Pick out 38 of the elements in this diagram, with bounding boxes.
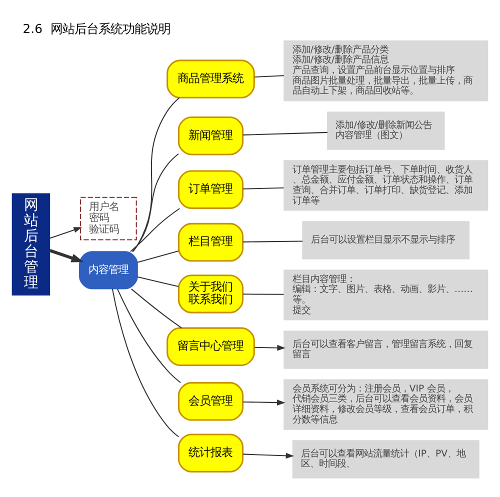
connector bbox=[137, 276, 179, 288]
connector bbox=[112, 288, 179, 438]
node-box: 后台可以查看客户留言，管理留言系统，回复留言 bbox=[284, 330, 488, 369]
node-box: 统计报表 bbox=[178, 434, 244, 472]
diagram-title: 2.6 网站后台系统功能说明 bbox=[22, 21, 170, 36]
node-box: 后台可以查看网站流量统计（IP、PV、地区、时间段、 bbox=[292, 440, 480, 478]
node-box: 新闻管理 bbox=[178, 116, 244, 156]
arrow bbox=[49, 249, 84, 262]
connector bbox=[254, 75, 284, 78]
node-box: 会员系统可分为：注册会员，VIP 会员，代销会员三类，后台可以查看会员资料，会员详细资料，修改会员等级，查看会员订单，积分数等信息 bbox=[284, 379, 488, 430]
node-box: 订单管理 bbox=[178, 170, 244, 209]
node-box: 会员管理 bbox=[178, 382, 244, 421]
connector bbox=[132, 153, 179, 252]
connector bbox=[131, 288, 182, 328]
node-box: 关于我们 联系我们 bbox=[178, 274, 244, 314]
connector bbox=[137, 250, 179, 263]
node-box: 留言中心管理 bbox=[166, 327, 255, 366]
node-box: 后台可以设置栏目显示不显示与排序 bbox=[302, 221, 470, 260]
node-box: 栏目管理 bbox=[178, 222, 244, 262]
connector bbox=[132, 97, 180, 252]
node-box: 添加/修改/删除产品分类 添加/修改/删除产品信息 产品查询，设置产品前台显示位置与排序 商品图片批量处理，批量导出，批量上传，商品自动上下架，商品回收站等。 bbox=[284, 40, 488, 102]
node-box: 商品管理系统 bbox=[166, 60, 255, 98]
node-box: 网站后台管理 bbox=[12, 193, 50, 296]
node-box: 添加/修改/删除新闻公告 内容管理（图文） bbox=[326, 112, 445, 150]
connector bbox=[243, 187, 284, 190]
arrow bbox=[254, 344, 286, 351]
node-box: 订单管理主要包括订单号、下单时间、收货人、总金额、应付金额、订单状态和操作、订单查询、合并订单、订单打印、缺货登记、添加订单等 bbox=[284, 160, 488, 211]
connector bbox=[243, 294, 284, 295]
connector bbox=[117, 288, 181, 383]
node-box: 用户名 密码 验证码 bbox=[80, 196, 137, 240]
arrow bbox=[243, 400, 286, 406]
arrow bbox=[243, 452, 294, 459]
node-box: 栏目内容管理： 编辑：文字、图片、表格、动画、影片、……等。 提交 bbox=[284, 270, 488, 320]
connector bbox=[243, 132, 328, 136]
connector bbox=[243, 240, 303, 242]
connector bbox=[130, 208, 180, 252]
node-box: 内容管理 bbox=[79, 251, 138, 290]
arrow bbox=[50, 227, 82, 239]
